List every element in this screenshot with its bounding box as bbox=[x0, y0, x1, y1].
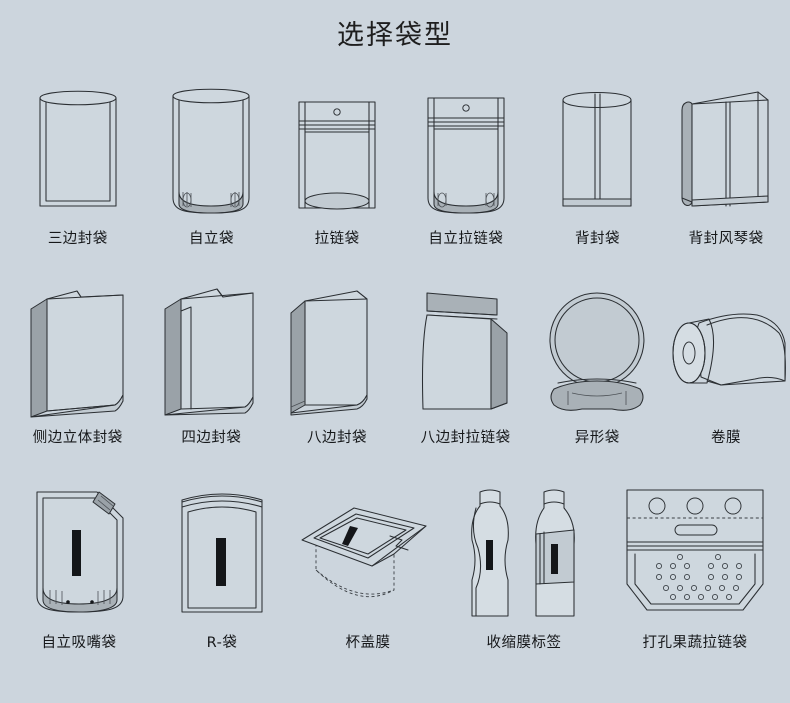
bag-type-label: 收缩膜标签 bbox=[486, 634, 562, 651]
bag-zipper-icon bbox=[287, 75, 387, 220]
bag-type-grid: 三边封袋 自立袋 bbox=[0, 63, 790, 650]
bag-type-card-side-gusset-3d-seal-bag[interactable]: 侧边立体封袋 bbox=[8, 263, 148, 445]
bag-type-row-2: 侧边立体封袋 四边封袋 bbox=[0, 263, 790, 445]
bag-eight-side-seal-icon bbox=[283, 281, 391, 421]
bag-type-label: 卷膜 bbox=[711, 429, 742, 446]
bag-type-card-stand-up-zipper-pouch[interactable]: 自立拉链袋 bbox=[399, 63, 533, 246]
bag-type-card-zipper-bag[interactable]: 拉链袋 bbox=[275, 63, 399, 246]
bag-type-card-cup-lid-film[interactable]: 杯盖膜 bbox=[292, 465, 444, 650]
bag-spout-pouch-icon bbox=[19, 474, 139, 624]
bag-type-label: 自立拉链袋 bbox=[428, 230, 504, 247]
bag-three-side-seal-icon bbox=[24, 75, 132, 220]
bag-type-label: 三边封袋 bbox=[47, 230, 108, 247]
bag-type-label: 四边封袋 bbox=[181, 429, 242, 446]
bag-type-label: 异形袋 bbox=[574, 429, 620, 446]
bag-type-label: 八边封袋 bbox=[307, 429, 367, 446]
film-roll-icon bbox=[661, 281, 790, 421]
bag-type-card-three-side-seal-bag[interactable]: 三边封袋 bbox=[8, 63, 148, 246]
bag-type-card-stand-up-spout-pouch[interactable]: 自立吸嘴袋 bbox=[6, 465, 152, 650]
bag-shaped-round-icon bbox=[542, 281, 652, 421]
bag-type-card-four-side-seal-bag[interactable]: 四边封袋 bbox=[148, 263, 276, 445]
bag-type-card-eight-side-seal-zipper-bag[interactable]: 八边封拉链袋 bbox=[399, 263, 533, 445]
bag-type-card-perforated-produce-zipper-bag[interactable]: 打孔果蔬拉链袋 bbox=[604, 465, 786, 650]
bag-type-label: 背封风琴袋 bbox=[688, 230, 764, 247]
bag-type-row-3: 自立吸嘴袋 R-袋 bbox=[0, 465, 790, 650]
bag-type-card-shaped-bag[interactable]: 异形袋 bbox=[532, 263, 662, 445]
bag-type-card-back-seal-bag[interactable]: 背封袋 bbox=[533, 63, 663, 246]
bag-type-card-shrink-film-label[interactable]: 收缩膜标签 bbox=[444, 465, 604, 650]
page-title: 选择袋型 bbox=[337, 20, 453, 51]
bag-type-card-stand-up-pouch[interactable]: 自立袋 bbox=[148, 63, 276, 246]
bag-four-side-seal-icon bbox=[155, 281, 267, 421]
bag-type-row-1: 三边封袋 自立袋 bbox=[0, 63, 790, 246]
bag-type-card-r-bag[interactable]: R-袋 bbox=[152, 465, 292, 650]
bag-stand-up-zipper-icon bbox=[414, 75, 518, 220]
bag-type-label: 杯盖膜 bbox=[345, 634, 391, 651]
bag-perforated-produce-icon bbox=[617, 474, 773, 624]
bag-side-gusset-3d-icon bbox=[19, 281, 137, 421]
bag-stand-up-icon bbox=[159, 75, 263, 220]
bag-type-label: 八边封拉链袋 bbox=[420, 429, 511, 446]
bag-eight-side-seal-zipper-icon bbox=[413, 281, 519, 421]
bag-type-label: 背封袋 bbox=[574, 230, 620, 247]
film-cup-lid-icon bbox=[298, 474, 438, 624]
bag-r-type-icon bbox=[168, 474, 276, 624]
bag-back-seal-icon bbox=[547, 75, 647, 220]
bag-back-seal-gusset-icon bbox=[672, 75, 780, 220]
bag-type-label: 拉链袋 bbox=[314, 230, 360, 247]
bag-type-label: 打孔果蔬拉链袋 bbox=[642, 634, 748, 651]
bag-type-label: R-袋 bbox=[206, 634, 238, 651]
bag-type-label: 侧边立体封袋 bbox=[32, 429, 123, 446]
bag-type-card-back-seal-gusset-bag[interactable]: 背封风琴袋 bbox=[662, 63, 790, 246]
bag-type-card-eight-side-seal-bag[interactable]: 八边封袋 bbox=[275, 263, 399, 445]
bag-type-card-roll-film[interactable]: 卷膜 bbox=[662, 263, 790, 445]
bag-type-label: 自立袋 bbox=[188, 230, 234, 247]
bag-type-label: 自立吸嘴袋 bbox=[41, 634, 117, 651]
shrink-film-bottles-icon bbox=[456, 474, 592, 624]
